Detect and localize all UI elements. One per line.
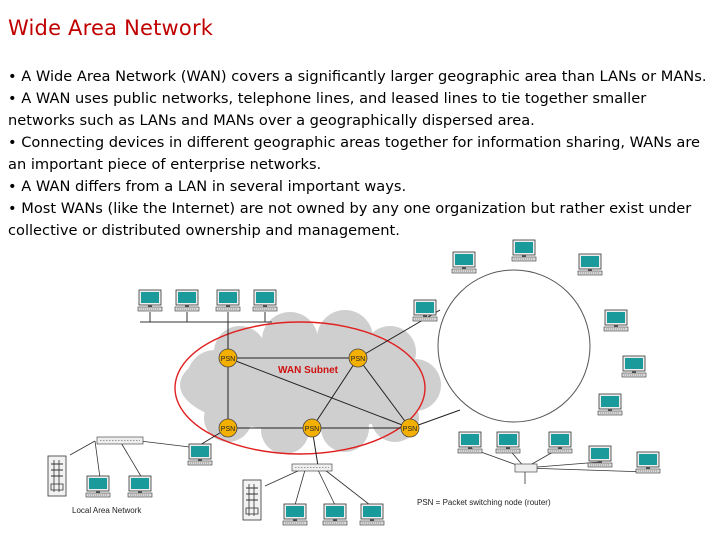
- computer-icon: [322, 503, 348, 526]
- bullet-list: • A Wide Area Network (WAN) covers a sig…: [8, 66, 714, 242]
- computer-icon: [127, 475, 153, 498]
- computer-icon: [187, 443, 213, 466]
- computer-icon: [174, 289, 200, 312]
- computer-icon: [137, 289, 163, 312]
- ring-network: [437, 269, 591, 423]
- computer-icon: [359, 503, 385, 526]
- psn-node: PSN: [218, 348, 238, 368]
- wan-subnet-outline: [174, 321, 426, 455]
- svg-text:PSN: PSN: [305, 426, 319, 433]
- lan-bus-left: [69, 440, 199, 479]
- computer-icon: [577, 253, 603, 276]
- bullet-item: • A WAN differs from a LAN in several im…: [8, 178, 407, 195]
- computer-icon: [252, 289, 278, 312]
- switch-icon: [96, 436, 144, 445]
- svg-text:PSN: PSN: [403, 426, 417, 433]
- lan-bus-bottom: [264, 469, 371, 506]
- computer-icon: [587, 445, 613, 468]
- star-lan: [469, 447, 649, 484]
- psn-node: PSN: [218, 418, 238, 438]
- wan-cloud: [180, 310, 441, 454]
- switch-icon: [291, 463, 333, 472]
- hub-icon: [514, 463, 538, 473]
- server-icon: [47, 455, 67, 497]
- computer-icon: [597, 393, 623, 416]
- lan-label: Local Area Network: [72, 506, 142, 515]
- psn-node: PSN: [348, 348, 368, 368]
- computer-icon: [603, 309, 629, 332]
- psn-node: PSN: [400, 418, 420, 438]
- computer-icon: [495, 431, 521, 454]
- bullet-item: • A WAN uses public networks, telephone …: [8, 90, 647, 129]
- bullet-item: • Most WANs (like the Internet) are not …: [8, 200, 692, 239]
- server-icon: [242, 479, 262, 521]
- computer-icon: [511, 239, 537, 262]
- bullet-item: • A Wide Area Network (WAN) covers a sig…: [8, 68, 707, 85]
- computer-icon: [621, 355, 647, 378]
- computer-icon: [282, 503, 308, 526]
- psn-legend: PSN = Packet switching node (router): [417, 498, 551, 507]
- bullet-item: • Connecting devices in different geogra…: [8, 134, 700, 173]
- wan-diagram: PSN PSN PSN PSN PSN WAN Subnet Local Are…: [47, 239, 661, 526]
- svg-text:PSN: PSN: [221, 426, 235, 433]
- page-title: Wide Area Network: [8, 16, 214, 40]
- computer-icon: [85, 475, 111, 498]
- computer-icon: [215, 289, 241, 312]
- computer-icon: [451, 251, 477, 274]
- psn-node: PSN: [302, 418, 322, 438]
- computer-icon: [457, 431, 483, 454]
- svg-text:PSN: PSN: [221, 356, 235, 363]
- wan-subnet-label: WAN Subnet: [278, 365, 339, 376]
- lan-bus-top: [140, 312, 272, 323]
- svg-text:PSN: PSN: [351, 356, 365, 363]
- computer-icon: [547, 431, 573, 454]
- computer-icon: [412, 299, 438, 322]
- computer-icon: [635, 451, 661, 474]
